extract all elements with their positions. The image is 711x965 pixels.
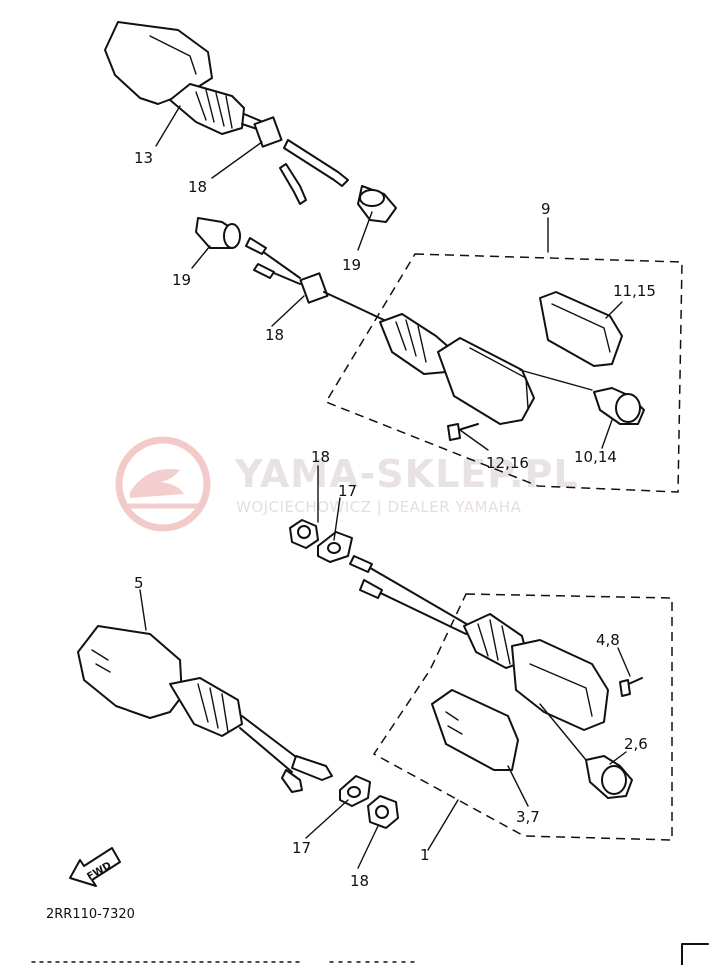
label-9: 9 <box>541 200 551 218</box>
connector-9-b <box>253 263 275 279</box>
turn-signal-assembly-13 <box>104 21 397 249</box>
turn-signal-assembly-1 <box>349 555 673 841</box>
label-4-8: 4,8 <box>596 631 620 649</box>
lens-3-7-texture <box>445 711 463 735</box>
label-3-7: 3,7 <box>516 808 540 826</box>
housing-9 <box>437 337 535 425</box>
watermark-logo <box>115 436 211 532</box>
wire-harness-1 <box>359 561 471 635</box>
watermark: YAMA-SKLEP.PL WOJCIECHOWICZ | DEALER YAM… <box>115 436 579 532</box>
turn-signal-assembly-9 <box>245 237 683 493</box>
label-1: 1 <box>420 846 430 864</box>
label-18-mid: 18 <box>265 326 284 344</box>
label-18-bottom: 18 <box>350 872 369 890</box>
connector-5-a <box>291 755 333 781</box>
stalk-9 <box>379 313 453 375</box>
lens-5-texture <box>91 649 111 673</box>
lens-13-inner <box>149 35 197 75</box>
label-19-left: 19 <box>172 271 191 289</box>
label-13: 13 <box>134 149 153 167</box>
wire-terminal-upper <box>283 139 349 187</box>
label-5: 5 <box>134 574 144 592</box>
fwd-arrow: FWD <box>69 847 121 887</box>
label-12-16: 12,16 <box>486 454 529 472</box>
lens-11-15 <box>539 291 623 367</box>
nut-18-top <box>253 116 283 148</box>
housing-1 <box>511 639 609 731</box>
part-labels: 13 18 19 19 18 9 11,15 12,16 10,14 18 17… <box>134 149 656 890</box>
label-10-14: 10,14 <box>574 448 617 466</box>
stalk-5 <box>169 677 243 737</box>
wire-harness-5 <box>239 715 301 773</box>
label-2-6: 2,6 <box>624 735 648 753</box>
watermark-sub-text: WOJCIECHOWICZ | DEALER YAMAHA <box>236 498 522 516</box>
label-17-bottom: 17 <box>292 839 311 857</box>
label-17-center: 17 <box>338 482 357 500</box>
label-18-center: 18 <box>311 448 330 466</box>
connector-1-a <box>349 555 373 573</box>
fwd-arrow-icon <box>69 847 121 887</box>
wire-terminal-lower <box>279 163 307 205</box>
scan-artifacts <box>31 943 709 965</box>
turn-signal-assembly-5 <box>77 625 399 829</box>
lens-5 <box>77 625 183 719</box>
connector-9-a <box>245 237 267 255</box>
center-loose-parts <box>289 519 353 563</box>
label-19-right: 19 <box>342 256 361 274</box>
lens-3-7 <box>431 689 519 771</box>
connector-1-b <box>359 579 383 599</box>
nut-18-mid <box>299 272 329 304</box>
watermark-main-text: YAMA-SKLEP.PL <box>234 452 579 496</box>
assembly-1-boundary <box>372 593 673 841</box>
leader-lines <box>139 105 631 869</box>
label-18-top: 18 <box>188 178 207 196</box>
drawing-code: 2RR110-7320 <box>46 907 135 922</box>
connector-5-b <box>281 769 303 793</box>
label-11-15: 11,15 <box>613 282 656 300</box>
